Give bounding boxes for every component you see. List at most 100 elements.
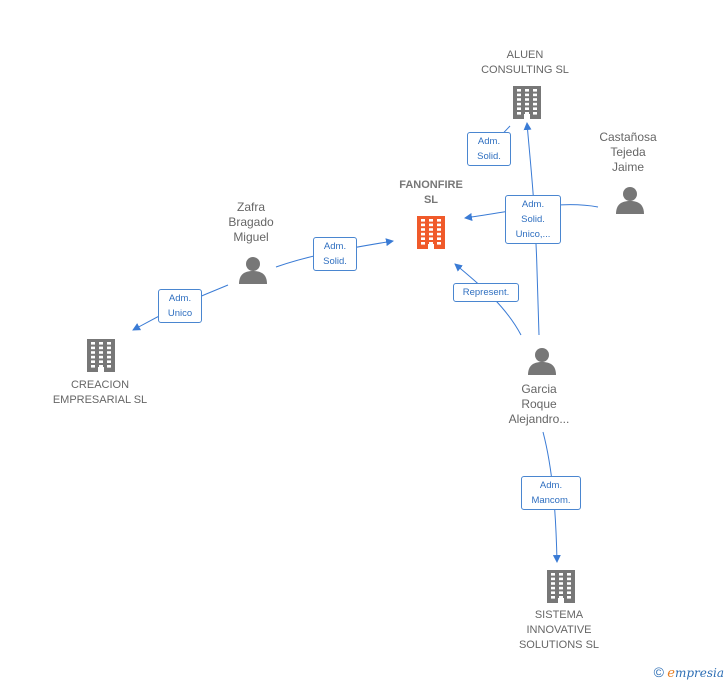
building-window [517,89,521,92]
building-window [99,355,103,359]
node-label-sistema[interactable]: SISTEMA INNOVATIVE SOLUTIONS SL [504,608,614,653]
building-window [559,582,563,585]
person-head [246,257,260,271]
brand-logo: © empresia [654,664,724,681]
building-window [91,360,95,363]
edge-label-garcia-sistema[interactable]: Adm. Mancom. [521,476,581,510]
edge-label-garcia-aluen[interactable]: Adm. Solid. [467,132,511,166]
building-window [517,112,521,115]
edge-label-line: Solid. [323,256,347,267]
building-window [517,93,521,97]
person-body [239,271,267,284]
brand-initial: e [667,666,675,681]
person-body [616,201,644,214]
building-window [525,98,529,101]
building-window [421,219,425,222]
node-label-creacion[interactable]: CREACION EMPRESARIAL SL [40,378,160,408]
edge-line-garcia-aluen [523,122,540,336]
building-window [107,346,111,350]
edge-label-line: Adm. [168,293,192,304]
label-line: Tejeda [610,145,646,159]
building-window [567,577,571,581]
building-window [421,232,425,236]
building-window [107,355,111,359]
building-window [429,242,433,245]
building-window [91,351,95,354]
building-window [567,586,571,590]
building-window [567,582,571,585]
building-window [525,93,529,97]
building-window [107,351,111,354]
building-window [429,219,433,222]
edge-label-line: Adm. [477,136,501,147]
building-icon [87,339,115,372]
building-icon [417,216,445,249]
building-window [533,107,537,110]
building-window [551,573,555,576]
edge-label-zafra-fanonfire[interactable]: Adm. Solid. [313,237,357,271]
building-window [437,228,441,231]
label-line: SL [423,194,439,206]
label-line: Jaime [611,160,644,174]
building-window [559,591,563,594]
building-window [421,228,425,231]
building-window [429,228,433,231]
node-label-castanosa[interactable]: Castañosa Tejeda Jaime [583,130,673,175]
node-label-aluen[interactable]: ALUEN CONSULTING SL [470,48,580,78]
building-window [567,596,571,599]
building-window [421,223,425,227]
node-label-zafra[interactable]: Zafra Bragado Miguel [206,200,296,245]
building-window [107,365,111,368]
building-window [91,342,95,345]
building-window [551,586,555,590]
building-window [551,582,555,585]
building-window [567,573,571,576]
building-window [437,242,441,245]
building-window [525,102,529,106]
label-line: Alejandro... [508,412,570,426]
building-window [517,107,521,110]
edge-label-zafra-creacion[interactable]: Adm. Unico [158,289,202,323]
node-label-garcia[interactable]: Garcia Roque Alejandro... [494,382,584,427]
edge-label-line: Adm. [539,480,563,491]
edge-label-line: Represent. [462,287,510,298]
building-window [533,98,537,101]
label-line: Miguel [233,230,269,244]
building-window [517,98,521,101]
building-window [437,237,441,240]
label-line: Castañosa [599,130,657,144]
building-window [437,223,441,227]
label-line: Garcia [521,382,557,396]
building-window [421,237,425,240]
label-line: Bragado [228,215,274,229]
label-line: INNOVATIVE [526,624,592,636]
edge-label-garcia-fanonfire[interactable]: Represent. [453,283,519,302]
building-window [437,219,441,222]
node-label-fanonfire[interactable]: FANONFIRE SL [381,178,481,208]
person-head [535,348,549,362]
building-icon [547,570,575,603]
building-window [91,346,95,350]
edge-label-line: Mancom. [531,495,571,506]
building-window [429,237,433,240]
building-window [525,107,529,110]
label-line: SISTEMA [534,609,584,621]
edge-label-castanosa-fanonfire[interactable]: Adm. Solid. Unico,... [505,195,561,244]
building-window [99,342,103,345]
label-line: FANONFIRE [399,179,463,191]
building-window [517,102,521,106]
building-window [421,242,425,245]
building-window [551,577,555,581]
building-door [558,598,564,603]
building-window [91,365,95,368]
building-window [429,232,433,236]
building-window [429,223,433,227]
person-body [528,362,556,375]
person-head [623,187,637,201]
building-window [99,365,103,368]
building-window [525,89,529,92]
label-line: SOLUTIONS SL [518,639,600,651]
building-window [533,89,537,92]
building-window [559,586,563,590]
